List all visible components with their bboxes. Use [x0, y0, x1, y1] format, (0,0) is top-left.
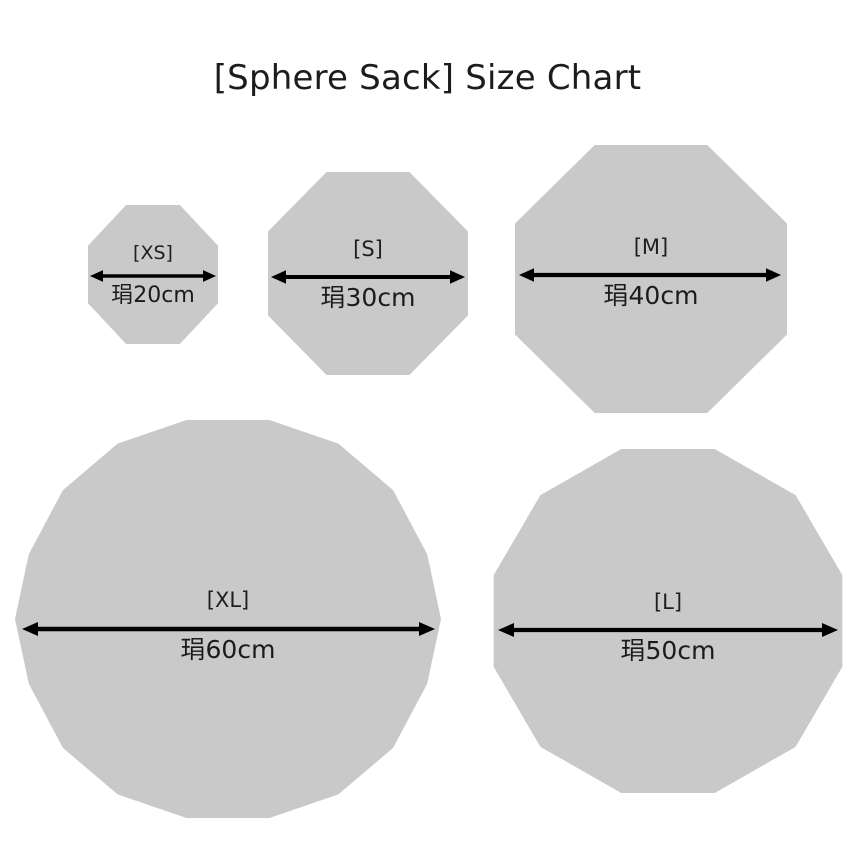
measure-label-xl: 琄60cm — [180, 635, 276, 664]
dimension-arrow-s — [271, 270, 465, 284]
size-figure-xl: [XL] 琄60cm — [15, 420, 441, 818]
octagon-m-path — [515, 145, 787, 413]
dimension-arrow-l — [498, 623, 838, 637]
hexadecagon-xl-path — [15, 420, 441, 818]
size-label-xs: [XS] — [133, 242, 173, 264]
size-label-s: [S] — [353, 237, 383, 261]
size-figure-xs: [XS] 琄20cm — [88, 205, 218, 344]
polygon-shape-m — [515, 145, 787, 413]
measure-label-xs: 琄20cm — [111, 283, 195, 308]
octagon-s-path — [268, 172, 468, 375]
polygon-shape-l — [493, 449, 843, 793]
size-figure-s: [S] 琄30cm — [268, 172, 468, 375]
dimension-arrow-xs — [90, 270, 216, 282]
measure-label-l: 琄50cm — [620, 636, 716, 665]
dimension-arrow-m — [519, 268, 781, 282]
page-title: [Sphere Sack] Size Chart — [213, 58, 642, 98]
polygon-shape-s — [268, 172, 468, 375]
size-figure-m: [M] 琄40cm — [515, 145, 787, 413]
size-figure-l: [L] 琄50cm — [490, 449, 846, 793]
size-label-l: [L] — [653, 590, 683, 614]
measure-label-s: 琄30cm — [320, 283, 416, 312]
dodecagon-l-path — [493, 449, 843, 793]
dimension-arrow-xl — [22, 622, 435, 636]
polygon-shape-xl — [15, 420, 441, 818]
size-label-m: [M] — [633, 235, 669, 259]
size-label-xl: [XL] — [206, 588, 250, 612]
measure-label-m: 琄40cm — [603, 281, 699, 310]
